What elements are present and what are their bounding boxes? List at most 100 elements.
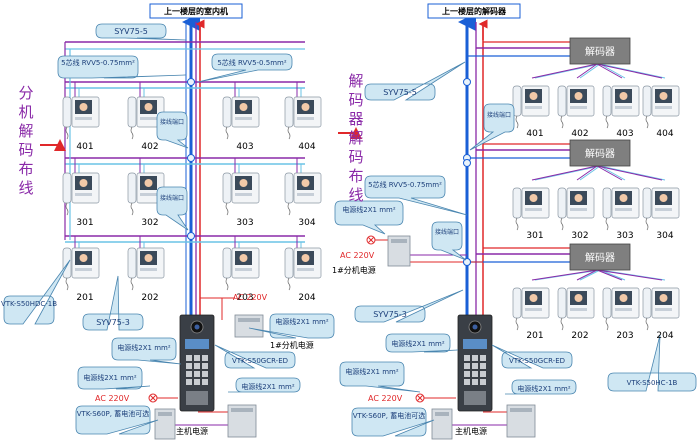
unit-number: 302 <box>141 218 158 228</box>
callout-power-cable-b <box>385 333 459 353</box>
screen-face <box>144 254 153 262</box>
screen-face <box>239 254 248 262</box>
callout-text: 电源线2X1 mm² <box>117 343 171 352</box>
callout-power-cable-d <box>505 379 577 395</box>
handset <box>62 96 72 128</box>
callout-text: 电源线2X1 mm² <box>391 339 445 348</box>
screen-face <box>659 294 668 302</box>
keypad-key <box>464 379 470 385</box>
ext-power-box-left <box>234 314 264 338</box>
keypad-key <box>480 379 486 385</box>
decoder-box <box>569 37 631 65</box>
ups-box-left <box>154 408 176 440</box>
indoor-monitor <box>62 96 100 140</box>
callout-text: SYV75-5 <box>383 88 417 97</box>
indoor-monitor <box>642 85 680 129</box>
decoder-drop-purple <box>576 63 598 79</box>
decoder-drop-cyan <box>599 165 626 181</box>
monitor-keys <box>525 208 542 211</box>
screen-face <box>529 294 538 302</box>
right-title-box <box>427 3 521 19</box>
decoder-box <box>569 243 631 271</box>
callout-shape <box>505 379 577 395</box>
handset <box>642 287 652 319</box>
callout-shape <box>607 334 697 392</box>
callout-text: 电源线2X1 mm² <box>342 205 396 214</box>
callout-text: VTK-S50GCR-ED <box>509 357 565 365</box>
callout-text: VTK-S60P, 蓄电池可选 <box>77 409 149 418</box>
decoder-drop-purple <box>531 63 598 79</box>
handset-cord <box>65 126 69 140</box>
keypad-key <box>194 355 200 361</box>
screen-face <box>659 194 668 202</box>
unit-number: 301 <box>76 218 93 228</box>
callout-text: 5芯线 RVV5-0.75mm² <box>368 180 442 189</box>
unit-number: 402 <box>141 142 158 152</box>
callout-shape <box>431 221 467 261</box>
decoder-drop-cyan <box>599 165 666 181</box>
decoder-drop-purple <box>596 63 663 79</box>
ac-plug-mark <box>417 395 423 401</box>
right-junction-node <box>463 258 471 266</box>
indoor-monitor <box>284 247 322 291</box>
ac-plug-mark <box>368 237 374 243</box>
decoder-drop-purple <box>596 269 623 281</box>
handset-cord <box>605 317 609 331</box>
callout-junction-b <box>156 186 189 231</box>
indoor-monitor <box>642 287 680 331</box>
unit-number: 304 <box>656 231 673 241</box>
handset-cord <box>645 115 649 129</box>
callout-shape <box>364 175 468 216</box>
unit-number: 404 <box>298 142 315 152</box>
power-terminal <box>510 408 532 412</box>
callout-shape <box>77 366 151 390</box>
side-text-char: 布 <box>348 167 363 185</box>
keypad-key <box>202 355 208 361</box>
handset-cord <box>130 277 134 291</box>
monitor-keys <box>140 268 157 271</box>
handset <box>222 172 232 204</box>
unit-number: 304 <box>298 218 315 228</box>
callout-text: 5芯线 RVV5-0.5mm² <box>217 58 286 67</box>
screen-face <box>144 103 153 111</box>
keypad-key <box>472 355 478 361</box>
monitor-keys <box>75 193 92 196</box>
handset <box>62 172 72 204</box>
power-supply-box <box>431 408 453 440</box>
screen-face <box>301 103 310 111</box>
unit-number: 303 <box>236 218 253 228</box>
side-text-char: 线 <box>348 186 363 204</box>
handset-cord <box>560 115 564 129</box>
callout-text: SYV75-5 <box>114 27 148 36</box>
monitor-keys <box>235 193 252 196</box>
power-terminal <box>238 318 260 322</box>
unit-number: 204 <box>298 293 315 303</box>
right-junction-node <box>463 78 471 86</box>
callout-shape <box>197 53 293 83</box>
handset <box>602 287 612 319</box>
unit-number: 204 <box>656 331 673 341</box>
monitor-keys <box>235 117 252 120</box>
handset-cord <box>605 115 609 129</box>
screen-face <box>301 179 310 187</box>
keypad-key <box>186 379 192 385</box>
decoder-drop-cyan <box>534 165 601 181</box>
keypad-key <box>480 363 486 369</box>
screen-face <box>239 103 248 111</box>
callout-shape <box>214 344 296 369</box>
callout-text: 电源线2X1 mm² <box>241 382 295 391</box>
unit-number: 403 <box>236 142 253 152</box>
handset-cord <box>515 317 519 331</box>
callout-text: VTK-S60P, 蓄电池可选 <box>353 411 425 420</box>
handset-cord <box>225 277 229 291</box>
left-junction-node <box>187 232 195 240</box>
decoder-box <box>569 139 631 167</box>
callout-ups <box>75 405 159 435</box>
callout-text: 接线端口 <box>435 228 459 236</box>
handset <box>284 96 294 128</box>
decoder-drop-purple <box>576 165 598 181</box>
indoor-monitor <box>284 172 322 216</box>
unit-number: 201 <box>76 293 93 303</box>
callout-shape <box>111 337 182 365</box>
monitor-keys <box>570 308 587 311</box>
